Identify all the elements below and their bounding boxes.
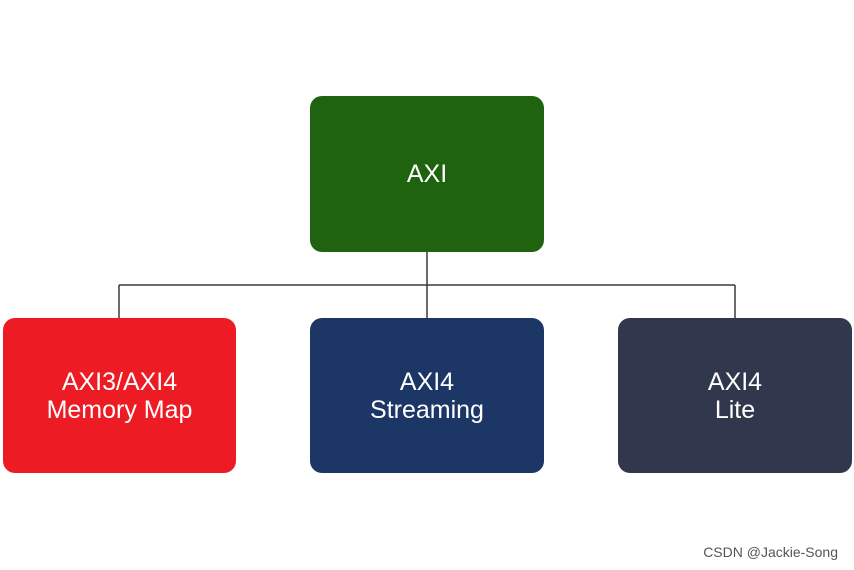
node-streaming-line2: Streaming <box>370 395 484 424</box>
node-memory-map-line1: AXI3/AXI4 <box>61 367 178 396</box>
node-streaming-line1: AXI4 <box>399 367 455 396</box>
node-axi4-streaming: AXI4 Streaming <box>310 318 544 473</box>
node-axi-label: AXI <box>406 160 448 188</box>
node-axi4-lite: AXI4 Lite <box>618 318 852 473</box>
node-axi-memory-map: AXI3/AXI4 Memory Map <box>3 318 236 473</box>
watermark-text: CSDN @Jackie-Song <box>703 544 838 560</box>
node-lite-line1: AXI4 <box>707 367 763 396</box>
node-memory-map-line2: Memory Map <box>46 395 193 424</box>
node-axi: AXI <box>310 96 544 252</box>
node-lite-line2: Lite <box>714 395 756 424</box>
